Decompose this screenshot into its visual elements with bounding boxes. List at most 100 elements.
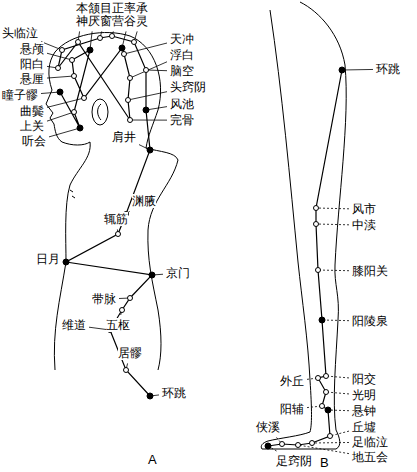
acupoint-label: 天冲 [170,32,194,46]
head-outline [46,33,161,148]
acupoint-dot [280,442,285,447]
acupoint-dot [147,393,153,399]
acupoint-label: 悬厘 [20,72,44,86]
ear-inner [98,104,101,120]
acupoint-dot [77,125,83,131]
acupoint-dot [265,443,271,449]
acupoint-label: 环跳 [162,386,186,400]
acupoint-label: 京门 [166,266,190,280]
acupoint-dot [128,76,133,81]
acupoint-label: 维道 [62,318,86,332]
acupoint-label: 正营 [112,2,124,28]
acupoint-label: 居髎 [118,346,142,360]
acupoint-dot [128,118,133,123]
body-back-outline [146,148,178,370]
acupoint-label: 环跳 [376,62,400,76]
leader-line [342,69,373,71]
acupoint-label: 丘墟 [352,420,376,434]
acupoint-dot [98,36,103,41]
leader-line [128,92,167,100]
acupoint-dot [119,45,125,51]
acupoint-dot [87,47,93,53]
acupoint-label: 外丘 [280,374,304,388]
acupoint-dot [110,34,115,39]
acupoint-dot [126,98,131,103]
acupoint-label: 日月 [36,252,60,266]
acupoint-dot [132,40,137,45]
acupoint-dot [60,48,65,53]
acupoint-label: 上关 [20,119,44,133]
leader-line [312,442,349,444]
acupoint-label: 肩井 [112,130,136,144]
jaw-line [62,142,90,145]
acupoint-label: 浮白 [170,48,194,62]
acupoint-label: 阳辅 [280,402,304,416]
leader-line [47,53,72,60]
acupoint-dot [319,317,325,323]
acupoint-dot [72,74,77,79]
leader-line [47,98,84,107]
acupoint-dot [316,268,321,273]
acupoint-dot [314,206,319,211]
acupoint-label: 曲鬓 [20,104,44,118]
acupoint-label: 头临泣 [2,26,38,40]
acupoint-dot [316,376,321,381]
acupoint-label: 风市 [352,202,376,216]
leader-line [316,208,349,210]
acupoint-dot [72,110,77,115]
acupoint-label: 渊腋 [132,194,156,208]
leg-front-outline [261,10,336,449]
leader-line [326,392,349,394]
leader-line [326,376,349,378]
acupoint-dot [122,52,127,57]
acupoint-dot [116,232,121,237]
acupoint-label: 悬颅 [20,42,44,56]
leader-line [49,128,80,137]
leader-line [298,445,349,454]
acupoint-label: 脑空 [170,64,194,78]
acupoint-label: 阳交 [352,372,376,386]
acupoint-dot [325,407,331,413]
acupoint-dot [324,374,329,379]
leader-line [47,76,74,78]
leader-line [130,62,167,78]
acupoint-label: 阳陵泉 [352,314,388,328]
acupoint-dot [320,404,325,409]
acupoint-dot [324,390,329,395]
ear [92,99,108,125]
chest-mark [70,190,75,198]
acupoint-label: 辄筋 [104,212,128,226]
acupoint-dot [82,96,87,101]
acupoint-label: 足窍阴 [276,454,312,468]
acupoint-label: 颔厌 [88,2,100,28]
leader-line [130,120,167,121]
leader-line [316,224,349,226]
acupoint-dot [128,296,133,301]
acupoint-label: 膝阳关 [352,264,388,278]
acupoint-dot [143,107,149,113]
acupoint-label: 侠溪 [256,420,280,434]
acupoint-dot [147,147,153,153]
meridian-line [58,36,152,396]
acupoint-dot [296,443,301,448]
acupoint-label: 承灵 [136,2,148,28]
acupoint-label: 率谷 [124,2,136,28]
leg-back-outline [300,2,346,449]
acupoint-dot [339,67,345,73]
acupoint-label: 悬钟 [352,404,376,418]
leader-line [322,320,349,322]
acupoint-label: 完骨 [170,113,194,127]
acupoint-dot [70,58,75,63]
acupoint-dot [56,66,61,71]
acupoint-label: 地五会 [352,450,388,464]
acupoint-dot [120,308,125,313]
acupoint-label: 头窍阴 [170,80,206,94]
leader-line [47,112,74,121]
leader-line [41,42,62,50]
acupoint-dot [310,441,315,446]
acupoint-label: 本神 [76,2,88,28]
acupoint-label: 带脉 [92,292,116,306]
acupoint-dot [124,368,129,373]
meridian-line [268,70,342,446]
